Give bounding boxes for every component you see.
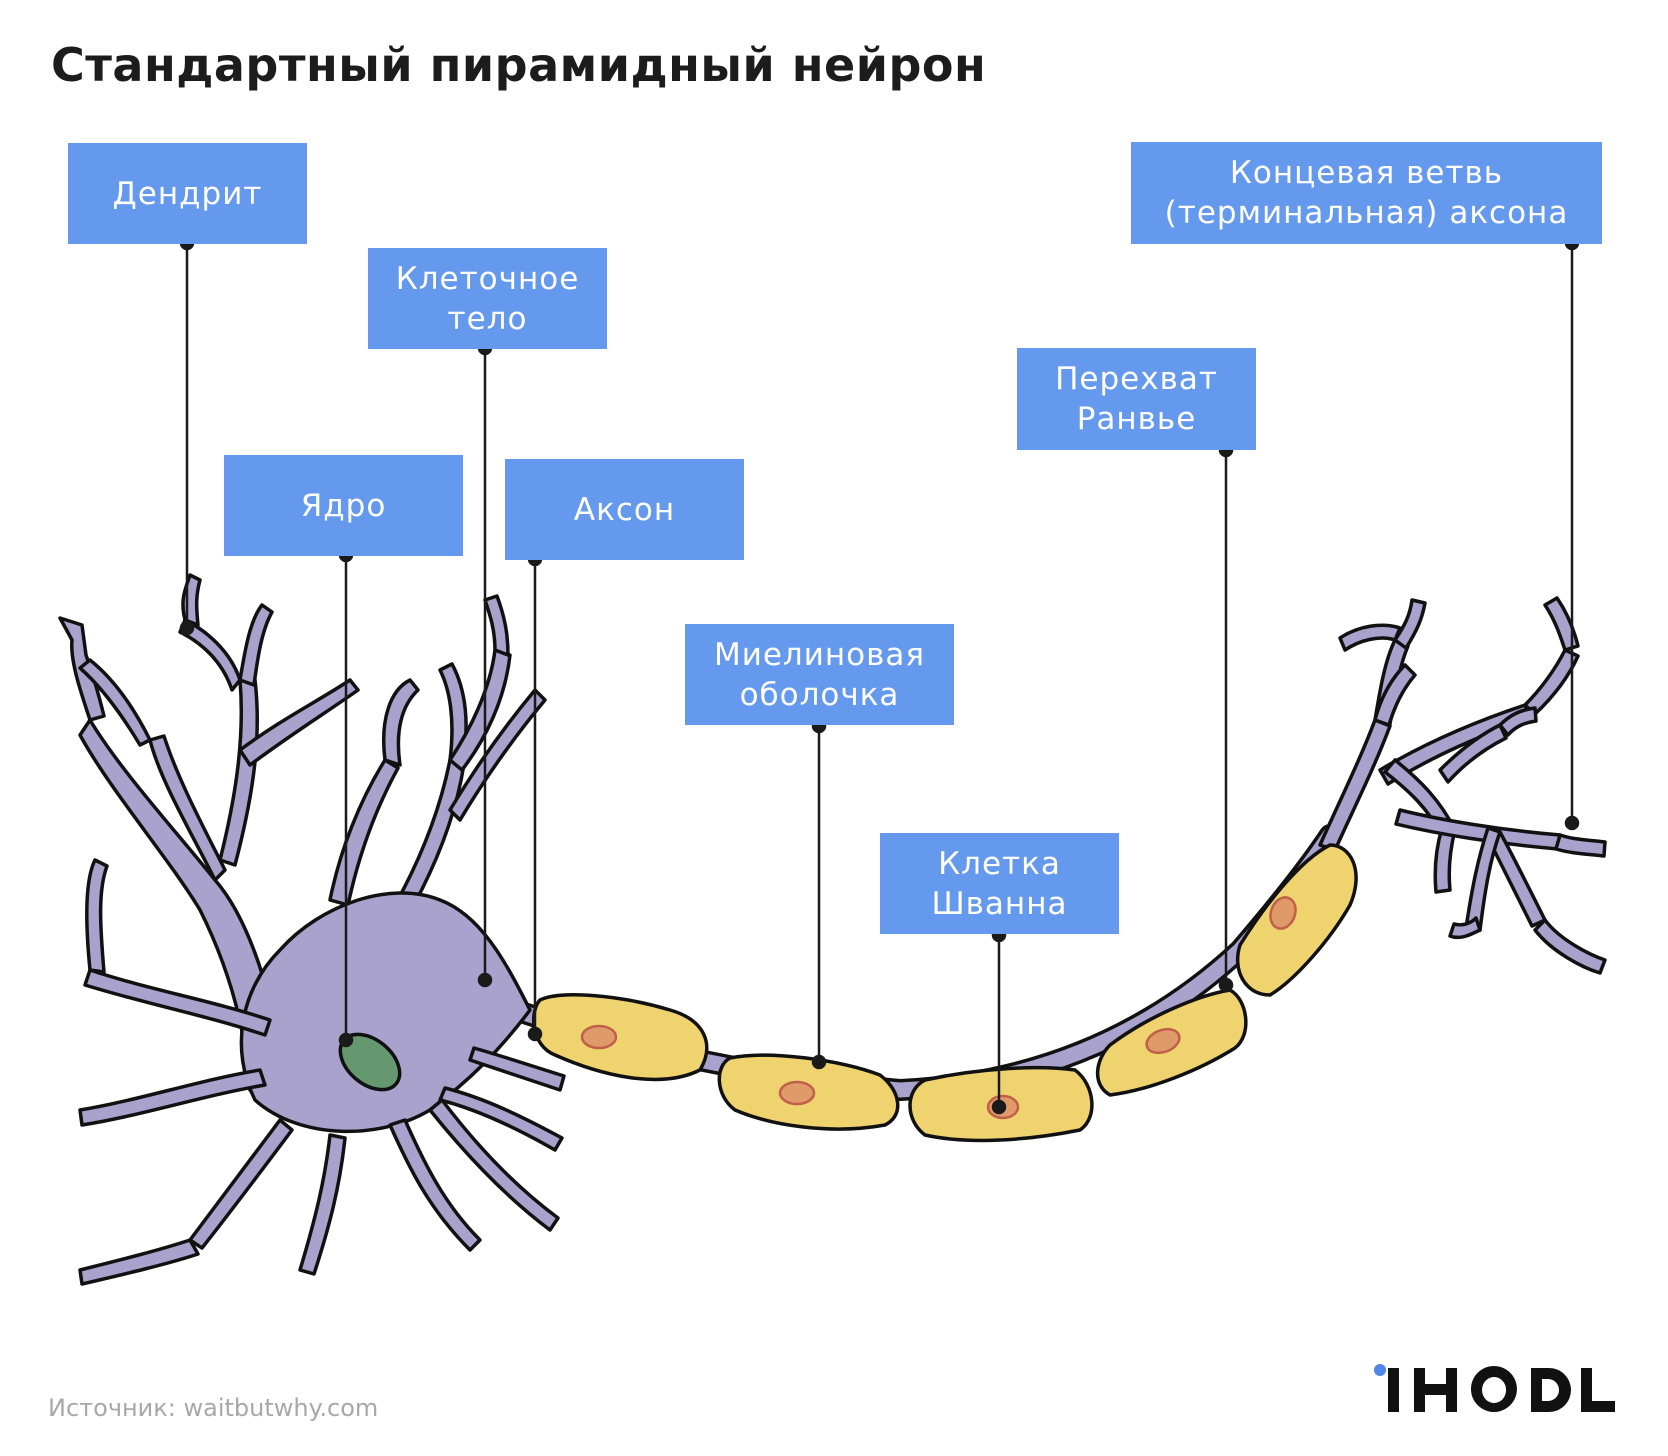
label-nucleus: Ядро [224, 455, 463, 556]
soma [239, 891, 532, 1134]
ihodl-logo [1374, 1364, 1615, 1412]
label-axon-terminal: Концевая ветвь(терминальная) аксона [1131, 142, 1602, 244]
soma-dendrites [58, 573, 566, 1286]
schwann-cell-5 [1235, 843, 1358, 997]
label-axon: Аксон [505, 459, 744, 560]
label-dendrite: Дендрит [68, 143, 307, 244]
source-credit: Источник: waitbutwhy.com [48, 1394, 379, 1422]
schwann-nuclei [580, 896, 1297, 1120]
axon-terminal-branches [1318, 596, 1607, 975]
schwann-cell-1 [532, 993, 709, 1082]
diagram-title: Стандартный пирамидный нейрон [51, 38, 987, 92]
